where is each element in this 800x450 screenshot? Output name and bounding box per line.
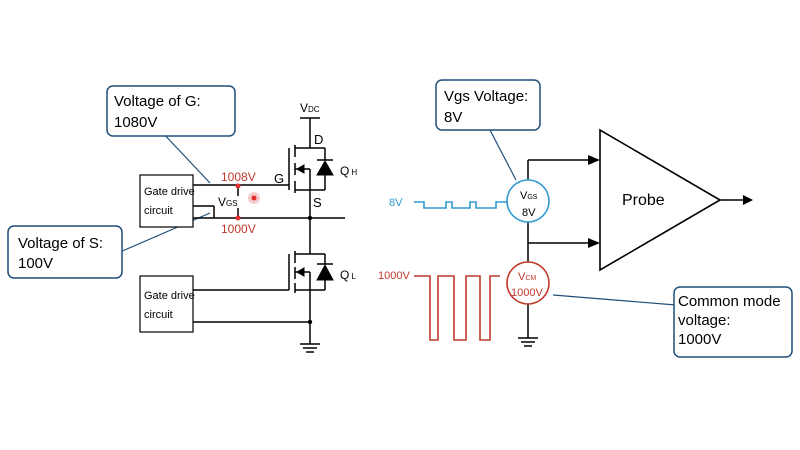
probe-wiring xyxy=(518,159,753,347)
vgs-source: VGS 8V xyxy=(506,179,550,223)
vgs-measure-label: VGS xyxy=(218,195,238,209)
half-bridge-circuit xyxy=(192,117,345,353)
node-markers xyxy=(235,183,313,325)
vgs-source-label: VGS xyxy=(520,190,538,202)
probe-input-arrows xyxy=(588,155,600,248)
callout-voltage-g: Voltage of G: 1080V xyxy=(106,85,236,184)
callout-voltage-g-line1: Voltage of G: xyxy=(114,93,201,110)
input-1000v-label: 1000V xyxy=(378,270,410,282)
callout-voltage-s-line2: 100V xyxy=(18,255,53,272)
callout-cm-line3: 1000V xyxy=(678,331,721,348)
signal-1000v: 1000V xyxy=(378,270,500,341)
vdc-label: VDC xyxy=(300,101,320,115)
probe-amplifier: Probe xyxy=(599,128,722,272)
gate-drive-bottom-line2: circuit xyxy=(144,309,173,321)
callout-vgs-line1: Vgs Voltage: xyxy=(444,88,528,105)
gate-drive-bottom-line1: Gate drive xyxy=(144,290,195,302)
gate-drive-top: Gate drive circuit xyxy=(139,174,195,228)
input-8v-label: 8V xyxy=(389,197,403,209)
semiconductor-symbols xyxy=(295,159,334,281)
callout-voltage-g-line2: 1080V xyxy=(114,114,157,131)
vcm-source: VCM 1000V xyxy=(506,261,550,305)
drain-label: D xyxy=(314,132,323,147)
vcm-source-label: VCM xyxy=(518,271,536,283)
source-node-voltage: 1000V xyxy=(221,222,256,236)
callout-voltage-s: Voltage of S: 100V xyxy=(7,212,211,279)
callout-vgs-line2: 8V xyxy=(444,109,462,126)
gate-drive-top-line1: Gate drive xyxy=(144,186,195,198)
callout-vgs-voltage: Vgs Voltage: 8V xyxy=(435,79,541,181)
vcm-source-value: 1000V xyxy=(511,287,543,299)
callout-cm-line1: Common mode xyxy=(678,293,781,310)
signal-8v: 8V xyxy=(389,197,508,209)
gate-node-voltage: 1008V xyxy=(221,170,256,184)
callout-common-mode: Common mode voltage: 1000V xyxy=(552,286,793,358)
callout-cm-line2: voltage: xyxy=(678,312,731,329)
gate-drive-top-line2: circuit xyxy=(144,205,173,217)
source-label: S xyxy=(313,195,322,210)
vgs-source-value: 8V xyxy=(522,207,536,219)
probe-label: Probe xyxy=(622,192,665,209)
gate-label: G xyxy=(274,171,284,186)
callout-voltage-s-line1: Voltage of S: xyxy=(18,235,103,252)
gate-drive-bottom: Gate drive circuit xyxy=(139,275,195,333)
